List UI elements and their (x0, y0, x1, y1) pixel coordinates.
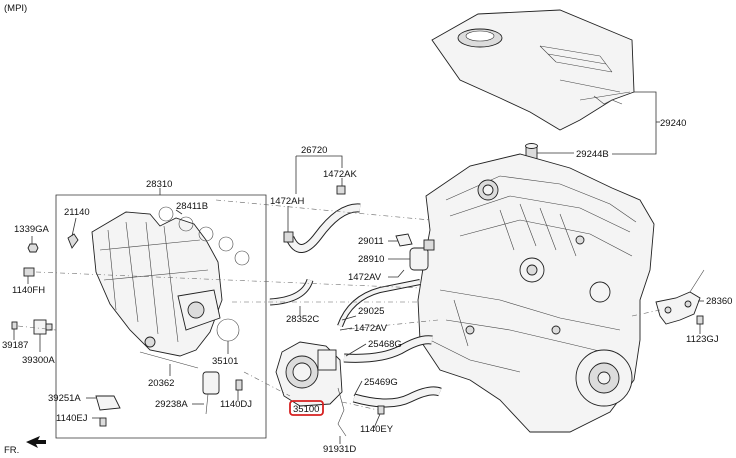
part-labels: 29240 29244B 26720 1472AK 1472AH 28310 2… (2, 118, 732, 455)
bolt (696, 315, 704, 325)
part-label-25468G: 25468G (368, 339, 402, 350)
actuator (202, 371, 220, 415)
bolt (377, 405, 385, 415)
coolant-hose-upper (343, 336, 433, 362)
hose-clamp (283, 231, 294, 243)
coolant-hose-lower (353, 387, 442, 407)
part-label-1123GJ: 1123GJ (686, 334, 719, 345)
rod (139, 351, 199, 369)
front-arrow-icon (26, 436, 46, 448)
engine-cover (431, 9, 635, 131)
part-label-1472AH: 1472AH (270, 196, 304, 207)
hose-clamp (336, 185, 346, 195)
part-label-1339GA: 1339GA (14, 224, 50, 235)
purge-hose (338, 280, 421, 327)
hose-fitting (395, 233, 413, 247)
part-label-29011: 29011 (358, 236, 384, 247)
wiring-harness (337, 387, 347, 437)
part-label-28411B: 28411B (176, 201, 208, 212)
engine-block (417, 153, 655, 433)
part-label-29238A: 29238A (155, 399, 188, 410)
variant-label: (MPI) (4, 3, 27, 14)
part-label-1140FH: 1140FH (12, 285, 45, 296)
highlight-box (289, 400, 324, 416)
throttle-gasket (216, 318, 240, 342)
bracket (655, 269, 705, 325)
part-label-26720: 26720 (301, 145, 327, 156)
part-label-29240: 29240 (660, 118, 686, 129)
part-label-28910: 28910 (358, 254, 384, 265)
manifold-gasket (158, 206, 250, 266)
part-label-29025: 29025 (358, 306, 384, 317)
map-sensor (33, 319, 53, 335)
part-label-1140EJ: 1140EJ (56, 413, 88, 424)
pcv-hose (286, 204, 361, 252)
group-box (55, 194, 267, 439)
part-label-1472AK: 1472AK (323, 169, 357, 180)
sensor-bracket (95, 395, 121, 411)
part-label-1140DJ: 1140DJ (220, 399, 252, 410)
part-label-20362: 20362 (148, 378, 174, 389)
front-direction-indicator: FR. (4, 436, 46, 456)
screw (11, 321, 18, 330)
part-label-1472AV-lower: 1472AV (354, 323, 388, 334)
part-label-1140EY: 1140EY (360, 424, 394, 435)
part-label-29244B: 29244B (576, 149, 609, 160)
intake-manifold (91, 211, 223, 357)
part-label-28310: 28310 (146, 179, 172, 190)
throttle-body (275, 341, 343, 407)
part-label-35100: 35100 (293, 404, 319, 415)
bolt (235, 379, 243, 391)
bolt (23, 267, 35, 277)
orientation-label: FR. (4, 445, 19, 456)
part-label-25469G: 25469G (364, 377, 398, 388)
part-label-39251A: 39251A (48, 393, 81, 404)
nut (27, 243, 39, 253)
part-label-1472AV-upper: 1472AV (348, 272, 382, 283)
part-label-91931D: 91931D (323, 444, 356, 455)
pcv-fitting (67, 233, 79, 249)
part-label-35101: 35101 (212, 356, 238, 367)
part-label-39187: 39187 (2, 340, 28, 351)
part-label-28360: 28360 (706, 296, 732, 307)
reference-lines (17, 199, 661, 411)
part-label-28352C: 28352C (286, 314, 319, 325)
leader-lines (13, 91, 704, 444)
bolt (99, 417, 107, 427)
part-label-21140: 21140 (64, 207, 90, 218)
part-label-39300A: 39300A (22, 355, 55, 366)
